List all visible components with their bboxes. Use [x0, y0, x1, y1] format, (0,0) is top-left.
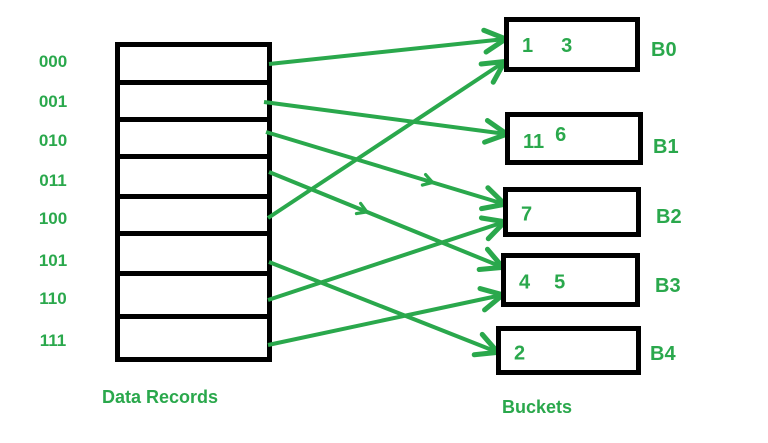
bucket-value: 6: [555, 123, 567, 146]
buckets-caption: Buckets: [502, 397, 573, 417]
bucket-value: 7: [521, 203, 533, 226]
bucket-label-b3: B3: [655, 275, 681, 297]
data-records-table: [115, 42, 272, 362]
record-key-label-110: 110: [39, 289, 67, 308]
bucket-label-b1: B1: [653, 136, 679, 158]
data-records-caption: Data Records: [102, 387, 219, 407]
record-key-label-101: 101: [38, 251, 68, 270]
bucket-value: 2: [514, 342, 526, 365]
bucket-label-b0: B0: [651, 39, 677, 61]
bucket-b3-values: 4 5: [519, 272, 565, 295]
record-key-label-100: 100: [38, 209, 68, 228]
mid-chevron-010: [420, 172, 435, 187]
bucket-b2-values: 7: [521, 204, 532, 227]
record-key-label-010: 010: [38, 131, 68, 150]
record-key-label-001: 001: [38, 92, 68, 111]
bucket-value: 5: [554, 271, 566, 294]
arrow-001-to-B1: [263, 100, 510, 145]
bucket-b1-values: 11 6: [523, 124, 566, 154]
arrow-100-to-B0: [266, 59, 508, 220]
bucket-b0: 1 3: [504, 17, 640, 72]
arrow-011-to-B3: [268, 170, 506, 273]
record-key-label-111: 111: [39, 331, 67, 350]
bucket-b4-values: 2: [514, 342, 525, 365]
bucket-b0-values: 1 3: [522, 34, 572, 57]
arrow-110-to-B2: [267, 215, 508, 302]
table-row-divider: [120, 117, 267, 122]
table-row-divider: [120, 314, 267, 319]
bucket-value: 4: [519, 271, 531, 294]
record-key-label-000: 000: [38, 52, 68, 71]
bucket-b1: 11 6: [505, 112, 643, 165]
arrow-010-to-B2: [265, 130, 508, 212]
record-key-label-011: 011: [39, 171, 67, 190]
arrow-000-to-B0: [268, 27, 509, 66]
bucket-b4: 2: [496, 326, 641, 375]
bucket-label-b4: B4: [650, 343, 676, 365]
table-row-divider: [120, 231, 267, 236]
arrow-101-to-B4: [268, 260, 501, 358]
bucket-b2: 7: [503, 187, 641, 237]
mid-chevron-011: [354, 201, 369, 216]
bucket-b3: 4 5: [501, 253, 640, 307]
table-row-divider: [120, 194, 267, 199]
bucket-value: 1: [522, 34, 534, 57]
table-row-divider: [120, 154, 267, 159]
table-row-divider: [120, 80, 267, 85]
bucket-label-b2: B2: [656, 206, 682, 228]
table-row-divider: [120, 271, 267, 276]
bucket-value: 3: [561, 34, 573, 57]
arrow-111-to-B3: [267, 286, 506, 347]
bucket-value: 11: [523, 130, 545, 153]
